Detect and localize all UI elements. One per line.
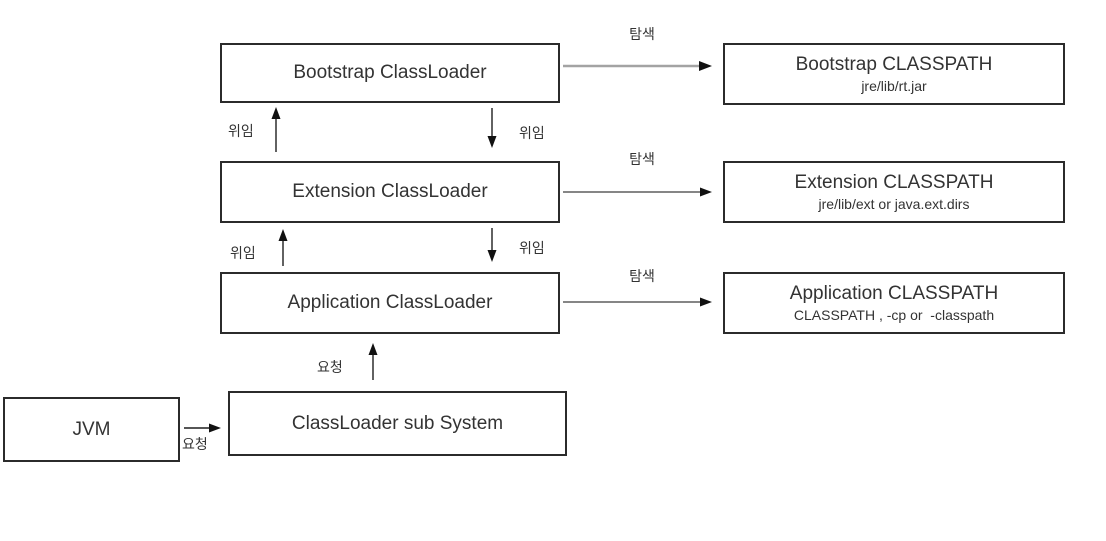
request-arrow-jvm xyxy=(184,423,221,433)
application-classpath-box: Application CLASSPATH CLASSPATH , -cp or… xyxy=(723,272,1065,334)
extension-classloader-box: Extension ClassLoader xyxy=(220,161,560,223)
bootstrap-classpath-box: Bootstrap CLASSPATH jre/lib/rt.jar xyxy=(723,43,1065,105)
application-classpath-title: Application CLASSPATH xyxy=(789,283,999,305)
extension-classpath-box: Extension CLASSPATH jre/lib/ext or java.… xyxy=(723,161,1065,223)
extension-classloader-title: Extension ClassLoader xyxy=(292,181,488,203)
delegate-label-down-1: 위임 xyxy=(519,125,545,141)
classloader-subsystem-box: ClassLoader sub System xyxy=(228,391,567,456)
search-arrow-bootstrap xyxy=(563,61,712,71)
delegate-label-down-2: 위임 xyxy=(519,240,545,256)
search-label-application: 탐색 xyxy=(629,268,655,284)
search-arrow-application xyxy=(563,297,712,307)
bootstrap-classpath-title: Bootstrap CLASSPATH xyxy=(795,54,993,76)
delegate-arrow-up-1 xyxy=(271,107,281,152)
application-classloader-title: Application ClassLoader xyxy=(287,292,493,314)
jvm-title: JVM xyxy=(72,418,111,440)
extension-classpath-title: Extension CLASSPATH xyxy=(794,172,994,194)
search-label-bootstrap: 탐색 xyxy=(629,26,655,42)
delegate-arrow-down-1 xyxy=(487,108,497,148)
delegate-label-up-1: 위임 xyxy=(228,123,254,139)
classloader-subsystem-title: ClassLoader sub System xyxy=(291,412,504,434)
delegate-arrow-up-2 xyxy=(278,229,288,266)
bootstrap-classloader-title: Bootstrap ClassLoader xyxy=(293,62,487,84)
request-label-jvm: 요청 xyxy=(182,436,208,452)
search-arrow-extension xyxy=(563,187,712,197)
delegate-label-up-2: 위임 xyxy=(230,245,256,261)
bootstrap-classloader-box: Bootstrap ClassLoader xyxy=(220,43,560,103)
application-classloader-box: Application ClassLoader xyxy=(220,272,560,334)
extension-classpath-subtitle: jre/lib/ext or java.ext.dirs xyxy=(818,195,970,212)
delegate-arrow-down-2 xyxy=(487,228,497,262)
bootstrap-classpath-subtitle: jre/lib/rt.jar xyxy=(861,77,927,94)
application-classpath-subtitle: CLASSPATH , -cp or -classpath xyxy=(793,306,995,323)
request-label-subsystem: 요청 xyxy=(317,359,343,375)
search-label-extension: 탐색 xyxy=(629,151,655,167)
jvm-box: JVM xyxy=(3,397,180,462)
request-arrow-up xyxy=(368,343,378,380)
